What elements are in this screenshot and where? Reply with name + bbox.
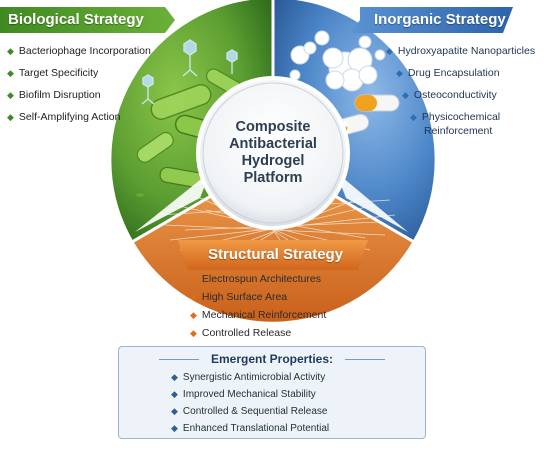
bullet-icon: ◆ [171, 372, 178, 382]
bullet-icon: ◆ [190, 292, 197, 302]
bullet-icon: ◆ [7, 90, 14, 100]
arrow-inorg [336, 172, 408, 232]
list-item: ◆Enhanced Translational Potential [171, 420, 329, 437]
divider [159, 359, 199, 360]
list-item: ◆Controlled Release [190, 324, 326, 342]
list-item: ◆Controlled & Sequential Release [171, 403, 329, 420]
center-hub [196, 76, 350, 230]
list-item: ◆Osteoconductivity [386, 84, 535, 106]
bullet-icon: ◆ [190, 274, 197, 284]
bullet-icon: ◆ [386, 46, 393, 56]
biological-list: ◆Bacteriophage Incorporation ◆Target Spe… [7, 40, 151, 128]
emergent-title: Emergent Properties: [210, 352, 334, 366]
list-item: ◆Drug Encapsulation [386, 62, 535, 84]
center-title-line: Antibacterial [229, 136, 317, 152]
structural-list: ◆Electrospun Architectures ◆High Surface… [190, 270, 326, 342]
center-title-line: Hydrogel [241, 153, 305, 169]
list-item: ◆Target Specificity [7, 62, 151, 84]
center-title-line: Composite [235, 119, 311, 135]
list-item: Reinforcement [424, 125, 493, 137]
list-item: ◆High Surface Area [190, 288, 326, 306]
list-item: ◆Self-Amplifying Action [7, 106, 151, 128]
list-item: ◆Improved Mechanical Stability [171, 386, 329, 403]
emergent-list: ◆Synergistic Antimicrobial Activity ◆Imp… [171, 369, 329, 437]
bullet-icon: ◆ [7, 68, 14, 78]
bullet-icon: ◆ [171, 423, 178, 433]
center-title: Composite Antibacterial Hydrogel Platfor… [203, 103, 343, 203]
center-title-line: Platform [243, 170, 303, 186]
bullet-icon: ◆ [402, 90, 409, 100]
emergent-properties-box: Emergent Properties: ◆Synergistic Antimi… [118, 346, 426, 439]
list-item: ◆Electrospun Architectures [190, 270, 326, 288]
structural-title: Structural Strategy [208, 246, 344, 263]
bullet-icon: ◆ [410, 112, 417, 122]
bullet-icon: ◆ [396, 68, 403, 78]
structural-banner [178, 240, 368, 270]
biological-title: Biological Strategy [8, 11, 144, 28]
list-item: ◆Biofilm Disruption [7, 84, 151, 106]
list-item: ◆Hydroxyapatite Nanoparticles [386, 40, 535, 62]
bullet-icon: ◆ [7, 112, 14, 122]
arrow-bio [135, 172, 210, 232]
list-item: ◆Bacteriophage Incorporation [7, 40, 151, 62]
biological-banner [0, 7, 175, 33]
bullet-icon: ◆ [171, 389, 178, 399]
inorganic-banner [350, 7, 513, 33]
divider [345, 359, 385, 360]
bullet-icon: ◆ [190, 328, 197, 338]
list-item: ◆Physicochemical [410, 111, 501, 123]
bullet-icon: ◆ [171, 406, 178, 416]
bullet-icon: ◆ [190, 310, 197, 320]
inorganic-list: ◆Hydroxyapatite Nanoparticles ◆Drug Enca… [386, 40, 535, 138]
bullet-icon: ◆ [7, 46, 14, 56]
inorganic-title: Inorganic Strategy [374, 11, 506, 28]
list-item: ◆Mechanical Reinforcement [190, 306, 326, 324]
list-item: ◆Synergistic Antimicrobial Activity [171, 369, 329, 386]
